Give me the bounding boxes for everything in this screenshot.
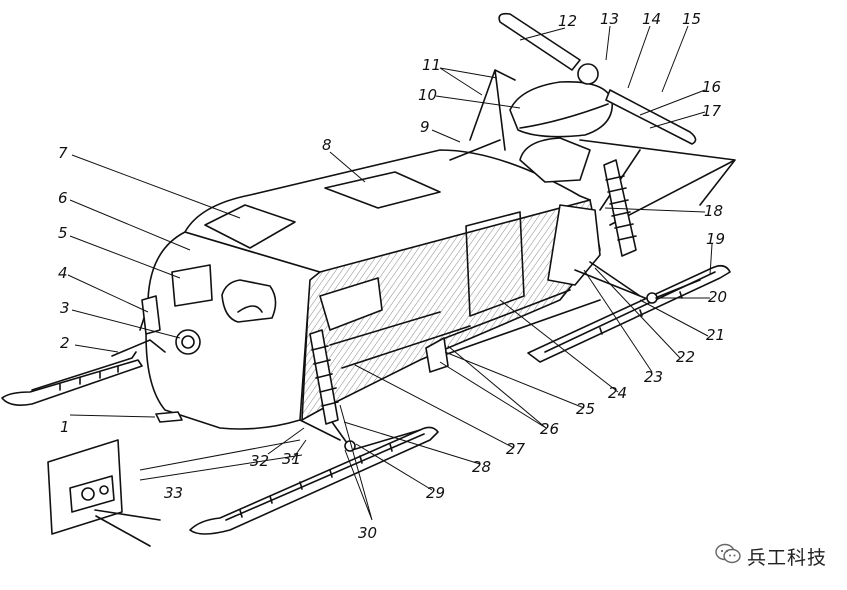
ski-front-right: [189, 426, 439, 535]
label-29: 29: [426, 484, 445, 502]
part-labels: 1 2 3 4 5 6 7 8 9 10 11 12 13 14 15 16 1…: [58, 10, 727, 542]
propeller: [498, 12, 697, 145]
leader-lines: [67, 25, 713, 521]
ski-front-left: [1, 351, 143, 406]
label-22: 22: [676, 348, 695, 366]
label-30: 30: [358, 524, 377, 542]
label-27: 27: [506, 440, 526, 458]
label-11: 11: [422, 56, 441, 74]
label-13: 13: [600, 10, 619, 28]
label-19: 19: [706, 230, 725, 248]
label-4: 4: [58, 264, 68, 282]
label-12: 12: [558, 12, 577, 30]
watermark-text: 兵工科技: [746, 547, 827, 569]
label-32: 32: [250, 452, 269, 470]
label-1: 1: [60, 418, 70, 436]
cabin-body: [145, 149, 601, 430]
label-6: 6: [58, 189, 68, 207]
watermark: 兵工科技: [715, 543, 827, 570]
wechat-icon: [715, 543, 741, 570]
label-28: 28: [472, 458, 491, 476]
label-9: 9: [420, 118, 430, 136]
rear-suspension: [547, 159, 701, 304]
label-7: 7: [58, 144, 68, 162]
engine-mount-frame: [449, 69, 736, 226]
label-17: 17: [702, 102, 722, 120]
label-15: 15: [682, 10, 701, 28]
label-5: 5: [58, 224, 68, 242]
ski-rear-right: [527, 264, 731, 363]
label-21: 21: [706, 326, 725, 344]
label-10: 10: [418, 86, 437, 104]
label-14: 14: [642, 10, 661, 28]
label-24: 24: [608, 384, 627, 402]
label-18: 18: [704, 202, 723, 220]
label-26: 26: [540, 420, 559, 438]
label-2: 2: [60, 334, 70, 352]
label-20: 20: [708, 288, 727, 306]
front-suspension: [111, 295, 421, 452]
label-3: 3: [60, 299, 70, 317]
label-23: 23: [644, 368, 663, 386]
label-16: 16: [702, 78, 721, 96]
label-25: 25: [576, 400, 595, 418]
engine-assembly: [509, 81, 614, 183]
hitch-detail-inset: [47, 439, 303, 547]
label-8: 8: [322, 136, 332, 154]
label-31: 31: [282, 450, 301, 468]
label-33: 33: [164, 484, 183, 502]
